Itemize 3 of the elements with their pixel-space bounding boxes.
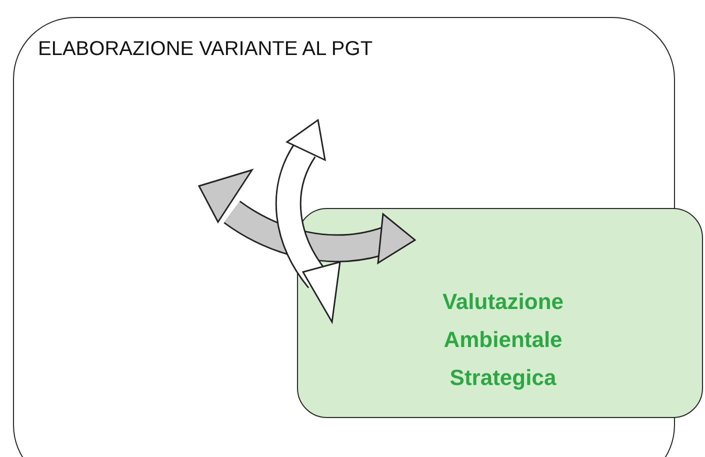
rounded-box	[297, 208, 703, 418]
panel-title: ELABORAZIONE VARIANTE AL PGT	[38, 38, 373, 61]
box-label: Valutazione Ambientale Strategica	[441, 288, 565, 392]
